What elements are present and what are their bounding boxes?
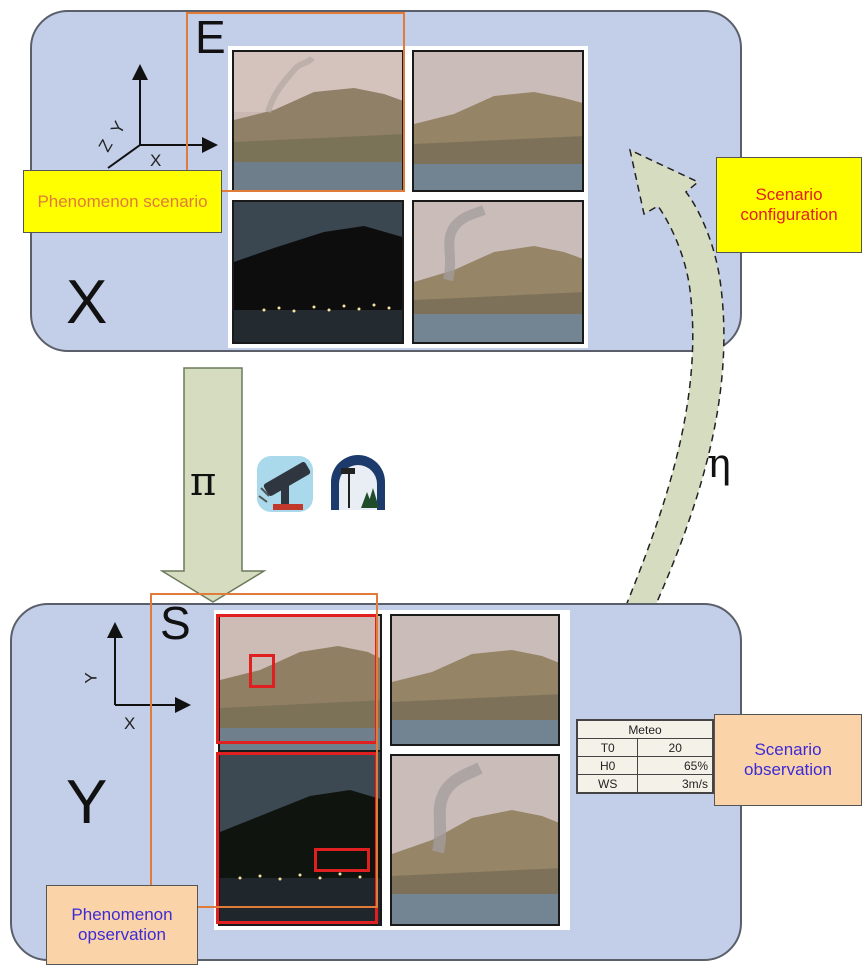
observation-image-grid xyxy=(214,610,570,930)
meteo-key: WS xyxy=(576,774,639,793)
scenario-image-grid xyxy=(228,46,588,348)
eta-feedback-arrow xyxy=(593,148,725,700)
phenomenon-observation-frame xyxy=(150,593,378,908)
observation-photo-day-clear xyxy=(390,614,560,746)
letter-s: S xyxy=(160,597,191,649)
camera-icon xyxy=(257,456,313,512)
meteo-value: 3m/s xyxy=(637,774,713,793)
scenario-photo-night xyxy=(232,200,404,344)
scenario-photo-day-smoke-2 xyxy=(412,200,584,344)
meteo-table: Meteo T0 20 H0 65% WS 3m/s xyxy=(576,719,714,794)
xy-axes xyxy=(107,622,191,713)
meteo-value: 65% xyxy=(637,756,713,775)
xyz-axes xyxy=(107,64,218,169)
meteo-key: H0 xyxy=(576,756,639,775)
pi-symbol: π xyxy=(190,459,217,505)
phenomenon-scenario-label: Phenomenon scenario xyxy=(23,170,222,233)
meteo-title: Meteo xyxy=(577,720,713,739)
axis-label-x-top: X xyxy=(150,151,162,170)
observation-photo-day-smoke-2 xyxy=(390,754,560,926)
weather-station-icon xyxy=(331,455,385,510)
meteo-value: 20 xyxy=(637,738,713,757)
letter-y-space: Y xyxy=(66,768,108,837)
scenario-observation-label: Scenario observation xyxy=(714,714,862,806)
smoke-detection-box xyxy=(249,654,275,688)
letter-x-space: X xyxy=(66,268,108,337)
phenomenon-observation-label: Phenomenon opservation xyxy=(46,885,198,965)
letter-e: E xyxy=(195,11,226,63)
scenario-configuration-label: Scenario configuration xyxy=(716,157,862,253)
axis-label-x-bottom: X xyxy=(124,714,136,733)
phenomenon-scenario-frame xyxy=(186,12,405,192)
pi-projection-arrow xyxy=(160,367,267,603)
observation-photo-night xyxy=(218,750,382,926)
eta-symbol: η xyxy=(707,441,731,487)
scenario-photo-day-clear xyxy=(412,50,584,192)
axis-label-y-bottom: Y xyxy=(81,672,101,684)
meteo-key: T0 xyxy=(576,738,639,757)
lights-detection-box xyxy=(314,848,370,872)
